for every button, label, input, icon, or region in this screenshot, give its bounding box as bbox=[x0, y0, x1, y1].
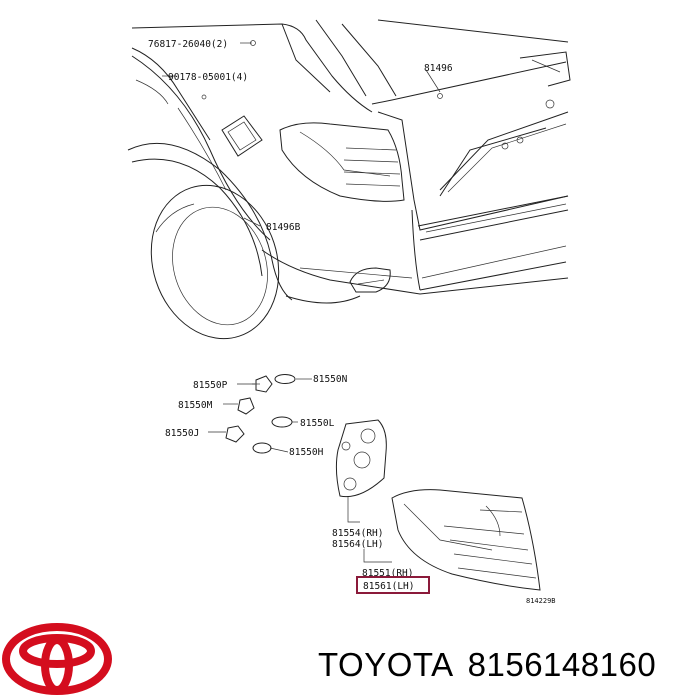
callout-81496b: 81496B bbox=[266, 222, 301, 233]
callout-81550j: 81550J bbox=[165, 428, 199, 439]
socket-81550m bbox=[237, 397, 255, 415]
callout-81550n: 81550N bbox=[313, 374, 348, 385]
callout-81550p: 81550P bbox=[193, 380, 228, 391]
callout-81496: 81496 bbox=[424, 63, 453, 74]
socket-81550j bbox=[225, 425, 245, 443]
callout-81561-lh: 81561(LH) bbox=[363, 581, 414, 592]
part-number: 8156148160 bbox=[467, 646, 657, 683]
callout-76817-26040: 76817-26040(2) bbox=[148, 39, 228, 50]
figure-code: 814229B bbox=[526, 597, 556, 605]
callout-81550m: 81550M bbox=[178, 400, 213, 411]
toyota-logo bbox=[2, 623, 112, 695]
brand-part-heading: TOYOTA 8156148160 bbox=[318, 646, 670, 684]
callout-81550h: 81550H bbox=[289, 447, 324, 458]
highlight-box-81561 bbox=[356, 576, 430, 594]
callout-81564-lh: 81564(LH) bbox=[332, 539, 383, 550]
callout-81554-rh: 81554(RH) bbox=[332, 528, 383, 539]
callout-81550l: 81550L bbox=[300, 418, 335, 429]
callout-81551-rh: 81551(RH) bbox=[362, 568, 413, 579]
callout-90178-05001: 90178-05001(4) bbox=[168, 72, 248, 83]
tail-lamp-exploded-view bbox=[208, 374, 541, 591]
brand-name: TOYOTA bbox=[318, 646, 454, 683]
vehicle-rear-illustration bbox=[127, 19, 571, 340]
